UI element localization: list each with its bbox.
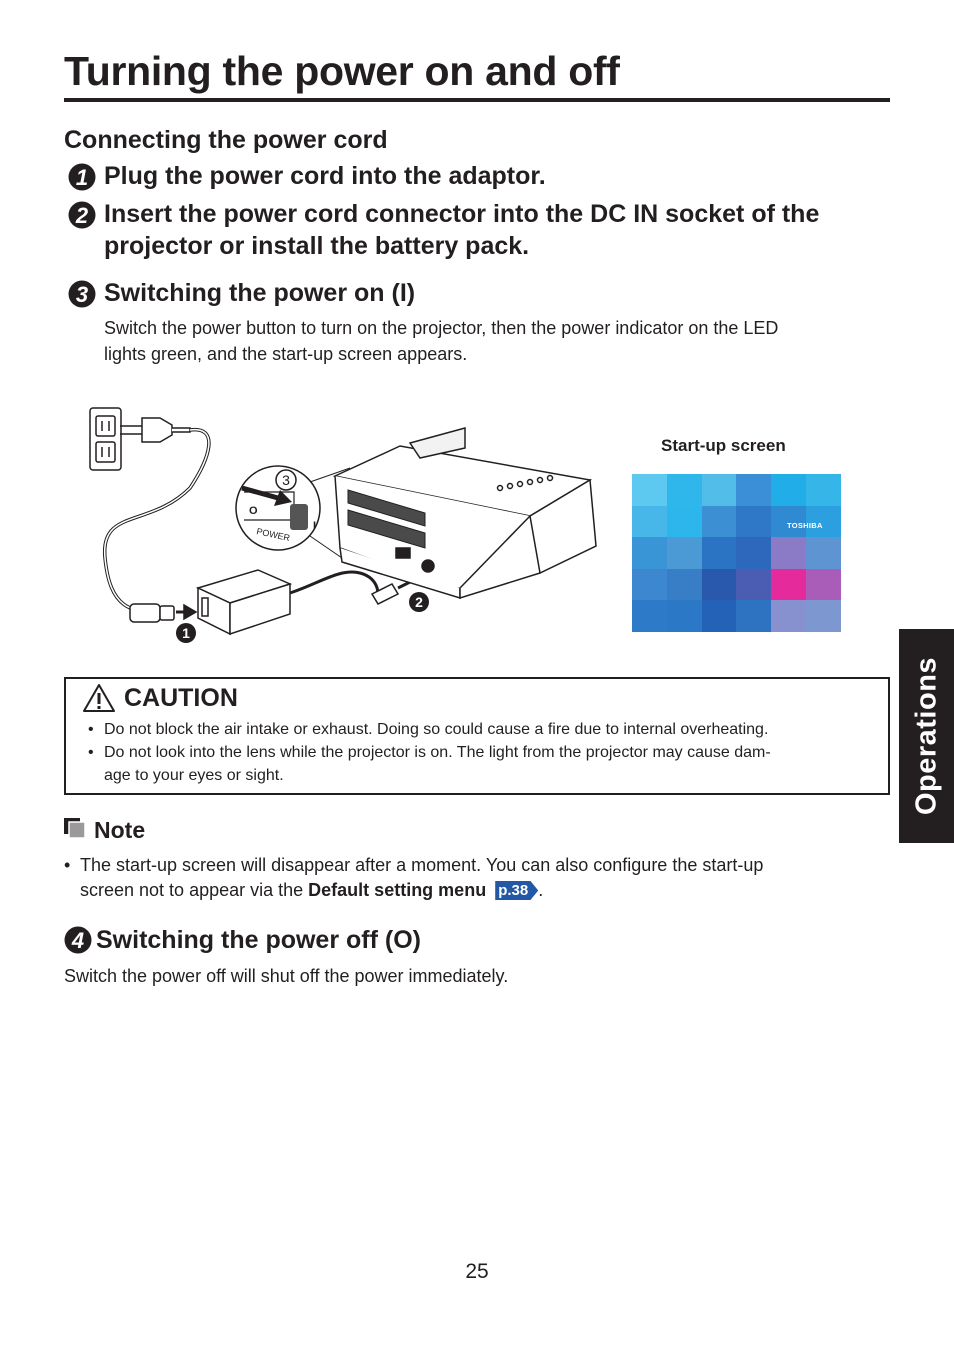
startup-tile [666,474,702,506]
svg-text:1: 1 [182,625,190,641]
startup-screen-label: Start-up screen [661,436,786,455]
page-number: 25 [465,1260,489,1283]
note-icon [64,818,86,839]
svg-text:2: 2 [75,203,89,228]
startup-tile [666,505,702,538]
startup-tile [771,474,807,506]
side-tab-label: Operations [910,656,942,816]
startup-tile [701,568,737,601]
svg-text:4: 4 [71,928,84,953]
note-title: Note [94,817,146,843]
startup-tile [736,600,772,632]
startup-tile [701,505,737,538]
step-1-badge-icon: 1 [68,163,96,191]
startup-tile [806,474,841,506]
wall-outlet-icon [89,407,122,471]
note-item: The start-up screen will disappear after… [64,853,884,903]
startup-tile [666,600,702,632]
step-2-text-line1: Insert the power cord connector into the… [104,200,820,228]
startup-screen-image [632,474,841,632]
power-on-description-line1: Switch the power button to turn on the p… [104,318,779,338]
warning-triangle-icon [83,684,115,712]
page-ref-link[interactable]: p.38 [495,881,539,900]
note-line2-prefix: screen not to appear via the [80,880,304,900]
operations-side-tab: Operations [899,629,954,843]
ac-adapter-icon [195,569,293,636]
section-heading-connecting: Connecting the power cord [64,126,388,154]
startup-tile [632,537,667,569]
step-2-text-line2: projector or install the battery pack. [104,232,530,260]
startup-tile [736,568,772,601]
startup-tile [701,600,737,632]
note-line1: The start-up screen will disappear after… [80,855,764,875]
startup-tile [736,474,772,506]
caution-item-2-line1: Do not look into the lens while the proj… [104,744,771,761]
startup-tile [771,600,807,632]
startup-tile [736,505,772,538]
power-switch-inset: O I POWER [235,465,351,559]
note-list: The start-up screen will disappear after… [64,853,884,903]
startup-tile [632,600,667,632]
startup-tile [806,505,841,538]
startup-tile [701,474,737,506]
startup-tile [771,568,807,601]
startup-tile [666,537,702,569]
section-heading-power-on: Switching the power on (I) [104,279,416,307]
startup-tile [666,568,702,601]
step-4-badge-icon: 4 [64,926,92,954]
caution-item-1: Do not block the air intake or exhaust. … [86,718,876,741]
caution-item-2: Do not look into the lens while the proj… [86,741,876,787]
startup-tile [806,568,841,601]
svg-text:I: I [313,520,316,532]
caution-box: CAUTION Do not block the air intake or e… [64,677,890,795]
startup-tile [632,568,667,601]
startup-tile [736,537,772,569]
power-on-description-line2: lights green, and the start-up screen ap… [104,344,468,364]
startup-tile [806,537,841,569]
svg-text:3: 3 [76,282,88,307]
power-off-description: Switch the power off will shut off the p… [64,966,509,986]
callout-3: 3 [275,469,297,491]
svg-text:3: 3 [282,472,290,488]
svg-text:1: 1 [76,165,88,190]
projector-icon [332,427,597,600]
step-3-badge-icon: 3 [68,280,96,308]
dc-plug-icon [370,580,411,605]
startup-tile [771,537,807,569]
caution-list: Do not block the air intake or exhaust. … [86,718,876,787]
startup-tile [632,505,667,538]
startup-tile [806,600,841,632]
callout-1: 1 [176,623,196,643]
page-title: Turning the power on and off [64,48,620,94]
startup-tile [632,474,667,506]
note-line2-suffix: . [538,880,544,900]
dc-cord [289,570,380,600]
caution-title: CAUTION [124,684,238,712]
svg-text:O: O [249,505,258,517]
caution-item-2-line2: age to your eyes or sight. [104,767,284,784]
projector-connection-illustration: O I POWER 3 2 1 [89,407,597,643]
section-heading-power-off: Switching the power off (O) [96,926,421,954]
startup-screen-logo: TOSHIBA [787,521,823,530]
startup-tile [701,537,737,569]
callout-2: 2 [409,592,429,612]
power-plug-icon [120,417,191,443]
default-setting-menu-ref: Default setting menu [308,880,487,900]
cord-connector-icon [129,603,198,623]
step-1-text: Plug the power cord into the adaptor. [104,162,546,190]
power-switch-icon [290,504,308,530]
step-2-badge-icon: 2 [68,201,96,229]
title-rule [64,98,890,102]
svg-text:2: 2 [415,594,423,610]
startup-tile [771,505,807,538]
